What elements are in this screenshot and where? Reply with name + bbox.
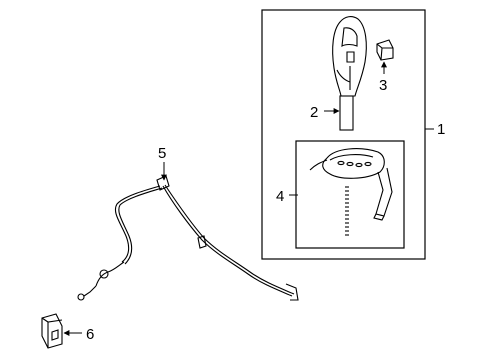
indicator-bezel <box>309 148 393 238</box>
shift-button <box>376 39 394 61</box>
assembly-box <box>261 9 426 260</box>
shift-knob <box>332 16 367 97</box>
indicator-box <box>295 140 405 249</box>
shift-lever-rod <box>339 95 354 131</box>
callout-6: 6 <box>86 326 94 343</box>
callout-4: 4 <box>276 188 284 205</box>
callout-3: 3 <box>379 77 387 94</box>
callout-2: 2 <box>310 104 318 121</box>
callout-5: 5 <box>158 145 166 162</box>
mounting-bracket <box>41 313 63 349</box>
callout-1: 1 <box>437 121 445 138</box>
shift-cable <box>77 175 299 301</box>
